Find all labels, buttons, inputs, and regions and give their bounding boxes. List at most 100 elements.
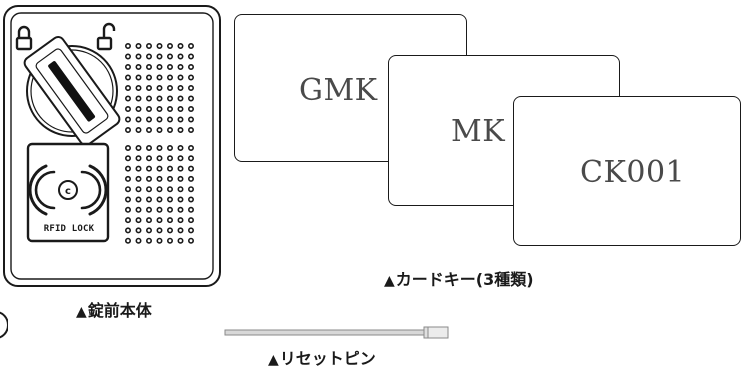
speaker-hole — [125, 196, 132, 203]
speaker-hole — [125, 237, 132, 244]
speaker-hole — [167, 95, 174, 102]
speaker-hole — [146, 116, 153, 123]
speaker-hole — [167, 63, 174, 70]
speaker-hole — [146, 63, 153, 70]
speaker-hole — [135, 155, 142, 162]
speaker-hole — [188, 145, 195, 152]
speaker-hole — [146, 85, 153, 92]
speaker-hole — [188, 237, 195, 244]
speaker-hole — [156, 155, 163, 162]
speaker-hole — [167, 186, 174, 193]
speaker-hole — [188, 227, 195, 234]
speaker-hole — [167, 155, 174, 162]
speaker-hole — [156, 196, 163, 203]
speaker-hole — [188, 74, 195, 81]
speaker-hole — [177, 186, 184, 193]
speaker-hole — [188, 196, 195, 203]
speaker-hole — [188, 155, 195, 162]
speaker-hole — [177, 196, 184, 203]
speaker-hole — [188, 165, 195, 172]
speaker-hole — [188, 175, 195, 182]
speaker-hole — [167, 175, 174, 182]
speaker-hole — [177, 42, 184, 49]
speaker-hole — [135, 175, 142, 182]
speaker-hole — [167, 74, 174, 81]
speaker-hole — [125, 95, 132, 102]
speaker-hole — [156, 116, 163, 123]
speaker-hole — [167, 196, 174, 203]
speaker-hole — [177, 145, 184, 152]
speaker-hole — [146, 237, 153, 244]
speaker-hole — [146, 74, 153, 81]
speaker-hole — [125, 74, 132, 81]
speaker-hole — [167, 165, 174, 172]
padlock-closed-icon — [15, 25, 33, 51]
speaker-hole — [188, 116, 195, 123]
speaker-hole — [156, 74, 163, 81]
speaker-hole — [146, 165, 153, 172]
speaker-hole — [167, 42, 174, 49]
speaker-hole — [177, 237, 184, 244]
speaker-hole — [156, 206, 163, 213]
speaker-hole — [167, 116, 174, 123]
speaker-hole — [135, 42, 142, 49]
speaker-hole — [156, 127, 163, 134]
speaker-hole — [135, 95, 142, 102]
padlock-open-icon — [96, 22, 116, 51]
caption-reset-pin: ▲リセットピン — [268, 349, 376, 368]
speaker-hole — [177, 53, 184, 60]
speaker-hole — [146, 155, 153, 162]
speaker-hole — [135, 165, 142, 172]
speaker-hole — [135, 186, 142, 193]
speaker-hole — [125, 63, 132, 70]
card-mk-label: MK — [451, 114, 506, 149]
speaker-hole — [125, 217, 132, 224]
speaker-hole — [177, 63, 184, 70]
speaker-hole — [125, 116, 132, 123]
speaker-hole — [177, 74, 184, 81]
speaker-hole — [188, 63, 195, 70]
speaker-hole — [135, 85, 142, 92]
speaker-hole — [156, 186, 163, 193]
speaker-hole — [146, 145, 153, 152]
speaker-hole — [135, 116, 142, 123]
speaker-hole — [135, 206, 142, 213]
speaker-hole — [156, 217, 163, 224]
reset-pin — [224, 325, 450, 339]
speaker-hole — [135, 227, 142, 234]
speaker-hole — [177, 95, 184, 102]
speaker-hole — [156, 95, 163, 102]
speaker-hole — [156, 175, 163, 182]
speaker-hole — [167, 227, 174, 234]
speaker-hole — [167, 206, 174, 213]
speaker-hole — [156, 42, 163, 49]
caption-cards: ▲カードキー(3種類) — [384, 270, 534, 289]
speaker-hole — [177, 175, 184, 182]
card-gmk-label: GMK — [299, 73, 378, 108]
speaker-hole — [177, 217, 184, 224]
speaker-hole — [188, 53, 195, 60]
speaker-hole — [146, 175, 153, 182]
speaker-hole — [146, 196, 153, 203]
speaker-hole — [167, 217, 174, 224]
speaker-hole — [125, 53, 132, 60]
speaker-hole — [146, 206, 153, 213]
speaker-hole — [188, 106, 195, 113]
speaker-hole — [156, 85, 163, 92]
card-ck001: CK001 — [513, 96, 741, 246]
speaker-hole — [125, 145, 132, 152]
speaker-hole — [188, 85, 195, 92]
speaker-hole — [146, 127, 153, 134]
speaker-hole — [177, 116, 184, 123]
speaker-hole — [125, 186, 132, 193]
reset-pin-drawing — [224, 326, 449, 339]
speaker-hole — [167, 106, 174, 113]
speaker-hole — [177, 127, 184, 134]
speaker-hole — [177, 227, 184, 234]
speaker-hole — [188, 42, 195, 49]
speaker-hole — [177, 165, 184, 172]
speaker-hole — [125, 42, 132, 49]
speaker-hole — [125, 106, 132, 113]
speaker-grid-top — [125, 42, 195, 134]
speaker-hole — [135, 127, 142, 134]
